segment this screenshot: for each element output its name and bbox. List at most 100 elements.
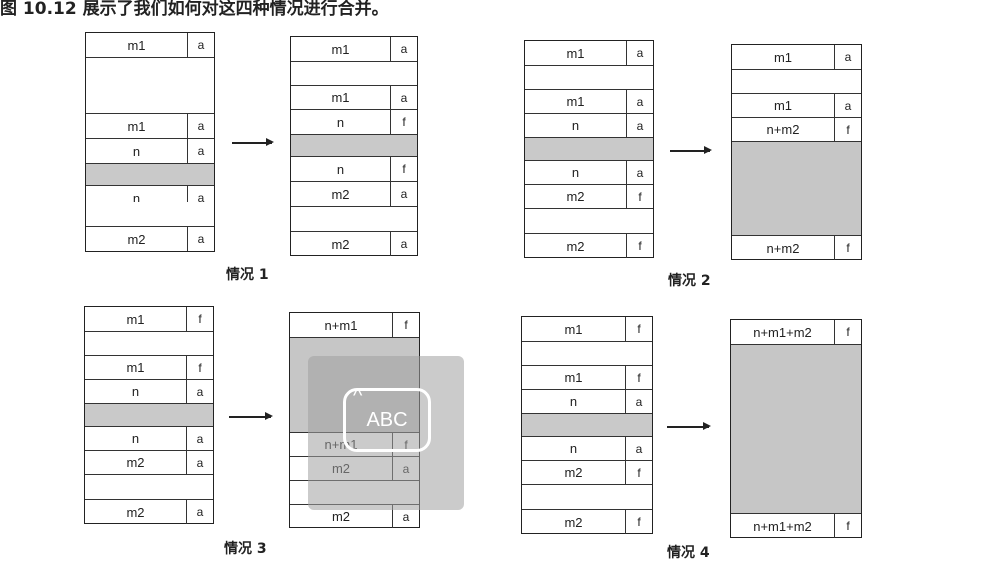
row-m2-bottom: m2 a bbox=[86, 227, 214, 251]
caret-up-icon: ^ bbox=[353, 385, 363, 407]
size-label: n bbox=[569, 441, 578, 456]
flag: f bbox=[390, 110, 417, 134]
flag: f bbox=[625, 461, 652, 484]
flag: a bbox=[390, 37, 417, 61]
row-body bbox=[525, 209, 653, 234]
flag: a bbox=[187, 227, 214, 251]
abc-keyboard-icon[interactable]: ABC bbox=[343, 388, 431, 452]
size-label: n bbox=[571, 118, 580, 133]
size-label: m1 bbox=[126, 360, 145, 375]
size-label: m2 bbox=[564, 514, 583, 530]
flag: a bbox=[392, 505, 419, 528]
row-merged-top: n+m1+m2 f bbox=[731, 320, 861, 345]
row-freed-block bbox=[291, 135, 417, 157]
flag: a bbox=[626, 114, 653, 137]
size-label: n bbox=[132, 190, 141, 206]
flag: a bbox=[626, 90, 653, 113]
size-label: n+m2 bbox=[766, 122, 800, 137]
row-m1-top: m1 a bbox=[291, 37, 417, 62]
size-label: m1 bbox=[566, 94, 585, 109]
flag: a bbox=[186, 451, 213, 474]
size-label: m2 bbox=[127, 231, 146, 247]
flag: a bbox=[390, 86, 417, 109]
size-label: m1 bbox=[127, 37, 146, 53]
abc-text: ABC bbox=[366, 408, 408, 431]
flag: a bbox=[834, 45, 861, 69]
size-label: n bbox=[336, 161, 345, 177]
arrow-icon bbox=[670, 147, 712, 153]
size-label: n+m1 bbox=[324, 317, 358, 333]
flag: a bbox=[186, 500, 213, 524]
flag: a bbox=[834, 94, 861, 117]
size-label: m1 bbox=[331, 90, 350, 105]
ime-overlay[interactable] bbox=[308, 356, 464, 510]
size-label: n+m1+m2 bbox=[753, 518, 812, 534]
size-label: n bbox=[132, 143, 141, 159]
size-label: n bbox=[569, 394, 578, 409]
row-m1-bottom: m1 a bbox=[525, 90, 653, 114]
flag: f bbox=[625, 510, 652, 534]
row-freed-block bbox=[86, 164, 214, 186]
row-body bbox=[525, 66, 653, 90]
flag: a bbox=[187, 33, 214, 57]
row-merged-top: n+m2 f bbox=[732, 118, 861, 142]
flag: f bbox=[834, 118, 861, 141]
flag: a bbox=[626, 41, 653, 65]
size-label: m1 bbox=[773, 98, 793, 113]
flag: f bbox=[392, 313, 419, 337]
size-label: m2 bbox=[126, 504, 145, 520]
size-label: n+m1+m2 bbox=[753, 324, 812, 340]
flag: a bbox=[187, 186, 214, 210]
size-label: m2 bbox=[331, 509, 351, 524]
row-body bbox=[86, 58, 214, 114]
intro-text: 图 10.12 展示了我们如何对这四种情况进行合并。 bbox=[0, 0, 389, 19]
flag: f bbox=[626, 234, 653, 258]
flag: f bbox=[626, 185, 653, 208]
size-label: n+m2 bbox=[766, 240, 800, 256]
row-freed-block bbox=[525, 138, 653, 161]
row-m1-top: m1 a bbox=[525, 41, 653, 66]
arrow-icon bbox=[232, 139, 274, 145]
flag: f bbox=[834, 320, 861, 344]
size-label: m1 bbox=[331, 41, 350, 57]
row-merged-free-body bbox=[731, 345, 861, 514]
flag: a bbox=[187, 114, 214, 138]
row-m2-bottom: m2 a bbox=[290, 505, 419, 528]
case4-label: 情况 4 bbox=[667, 545, 710, 561]
size-label: m2 bbox=[566, 189, 585, 204]
size-label: m1 bbox=[773, 49, 793, 65]
row-m1-bottom: m1 a bbox=[732, 94, 861, 118]
flag: a bbox=[187, 139, 214, 163]
flag: a bbox=[186, 427, 213, 450]
case1-before-tail: m2 a bbox=[85, 202, 215, 252]
flag: a bbox=[625, 390, 652, 413]
row-merged-free-body bbox=[732, 142, 861, 236]
case2-label: 情况 2 bbox=[668, 273, 711, 289]
flag: a bbox=[390, 182, 417, 206]
size-label: m1 bbox=[566, 45, 585, 61]
flag: a bbox=[625, 437, 652, 460]
flag: f bbox=[390, 157, 417, 181]
size-label: m1 bbox=[564, 370, 583, 385]
row-m1-top: m1 a bbox=[732, 45, 861, 70]
size-label: n bbox=[571, 165, 580, 180]
row-body bbox=[732, 70, 861, 94]
flag: a bbox=[626, 161, 653, 184]
row-body bbox=[86, 202, 214, 227]
flag: f bbox=[625, 317, 652, 341]
